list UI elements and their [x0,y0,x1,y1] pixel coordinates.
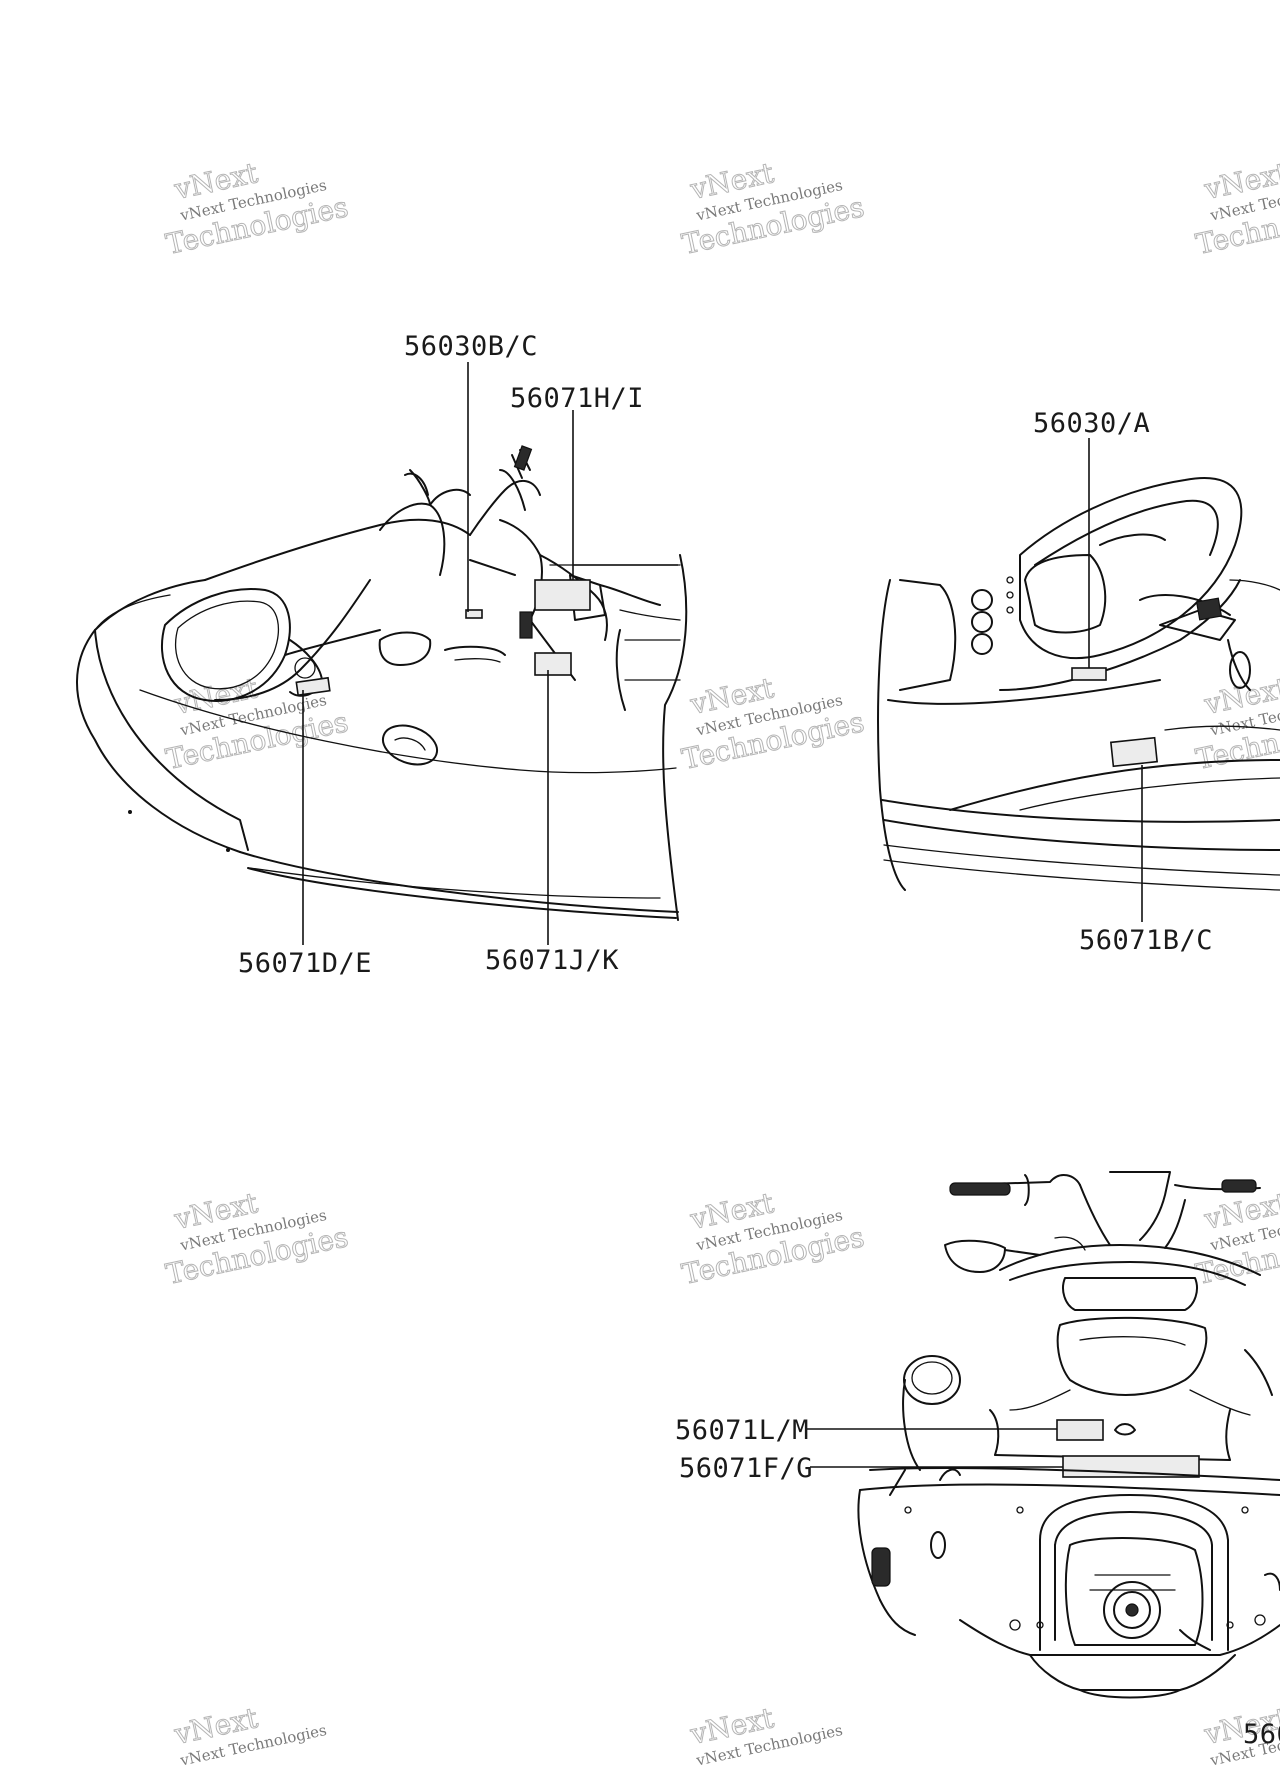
callout-56030a: 56030/A [1033,408,1150,439]
fuel-cap [294,657,316,679]
tow-eye [871,1547,891,1587]
handle-grip-right [1221,1179,1257,1193]
watermark: vNext vNext Technologies Technologies [678,1186,867,1292]
decal-56030bc [465,609,483,619]
watermark: vNext vNext Technologies [170,1701,328,1770]
callout-56071hi: 56071H/I [510,383,644,414]
watermark: vNext vNext Technologies Technologies [1192,156,1280,262]
decal-56071de [295,676,331,697]
watermark: vNext vNext Technologies [686,1701,844,1770]
callout-56071de: 56071D/E [238,948,372,979]
decal-56071hi [534,579,591,611]
decal-56030a [1071,667,1107,681]
decal-56071bc [1109,736,1159,768]
decal-56071lm [1056,1419,1104,1441]
watermark: vNext vNext Technologies [1200,1701,1280,1770]
watercraft-rear-view-icon [857,1171,1280,1699]
handle-grip [513,445,533,471]
leader-lines-right [1088,438,1143,922]
watermark: vNext vNext Technologies Technologies [162,156,351,262]
watermark: vNext vNext Technologies Technologies [162,1186,351,1292]
watermark: vNext vNext Technologies Technologies [678,671,867,777]
callout-labels: 56030B/C 56071H/I 56030/A 56071D/E 56071… [238,331,1280,1750]
callout-56030bc: 56030B/C [404,331,538,362]
watermark: vNext vNext Technologies Technologies [678,156,867,262]
callout-partial: 560 [1243,1719,1280,1750]
handle-grip-left [949,1182,1011,1196]
leader-lines-left [302,362,678,945]
callout-56071bc: 56071B/C [1079,925,1213,956]
decal-dark [519,611,533,639]
callout-56071fg: 56071F/G [679,1453,813,1484]
leader-lines-rear [807,1428,1063,1468]
watercraft-side-view-icon [76,445,688,921]
callout-56071jk: 56071J/K [485,945,619,976]
callout-56071lm: 56071L/M [675,1415,809,1446]
watermark: vNext vNext Technologies Technologies [162,671,351,777]
decal-56071jk [534,652,572,676]
jet-nozzle [1103,1581,1161,1639]
watercraft-rear-side-view-icon [877,477,1280,891]
